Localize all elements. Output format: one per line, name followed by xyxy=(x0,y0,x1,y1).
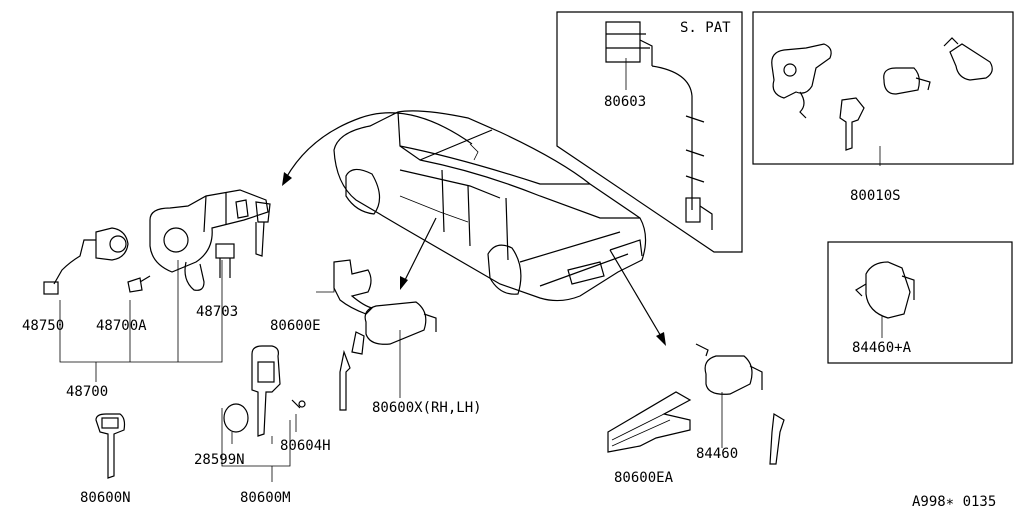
part-label-80600x: 80600X(RH,LH) xyxy=(372,400,482,416)
spat-inset-box xyxy=(556,11,743,253)
diagram-code: A998∗ 0135 xyxy=(912,494,997,510)
spat-antenna-part xyxy=(605,21,713,230)
master-key-part xyxy=(251,345,306,437)
blank-key-part xyxy=(95,413,126,479)
trunk-lock-assembly-part xyxy=(855,261,915,338)
part-label-80604h: 80604H xyxy=(280,438,331,454)
trunk-lock-inset-box xyxy=(827,241,1013,364)
door-lock-rod-part xyxy=(316,259,374,315)
part-label-80010s: 80010S xyxy=(850,188,901,204)
part-label-84460: 84460 xyxy=(696,446,739,462)
arrow-to-trunk-lock xyxy=(609,249,663,339)
part-label-80600m: 80600M xyxy=(240,490,291,506)
part-label-48700a: 48700A xyxy=(96,318,147,334)
key-set-part xyxy=(771,37,993,166)
spat-label: S. PAT xyxy=(680,20,731,36)
part-label-80603: 80603 xyxy=(604,94,647,110)
ignition-lock-part xyxy=(149,189,271,291)
key-warning-switch-part xyxy=(215,243,235,278)
part-label-80600n: 80600N xyxy=(80,490,131,506)
key-battery-part xyxy=(223,403,249,433)
car-body xyxy=(333,110,647,302)
part-label-84460a: 84460+A xyxy=(852,340,912,356)
part-label-48700: 48700 xyxy=(66,384,109,400)
part-label-80600ea: 80600EA xyxy=(614,470,674,486)
arrow-to-door-lock xyxy=(403,217,437,283)
part-label-48703: 48703 xyxy=(196,304,239,320)
key-set-inset-box xyxy=(752,11,1014,165)
trunk-lock-rod-part xyxy=(607,391,692,453)
trunk-lock-cylinder-part xyxy=(695,343,785,465)
switch-screw-part xyxy=(127,275,151,293)
arrow-to-ignition xyxy=(285,112,473,179)
part-label-48750: 48750 xyxy=(22,318,65,334)
door-lock-cylinder-part xyxy=(339,301,437,411)
part-label-80600e: 80600E xyxy=(270,318,321,334)
steering-lock-part xyxy=(43,227,129,295)
part-label-28599n: 28599N xyxy=(194,452,245,468)
